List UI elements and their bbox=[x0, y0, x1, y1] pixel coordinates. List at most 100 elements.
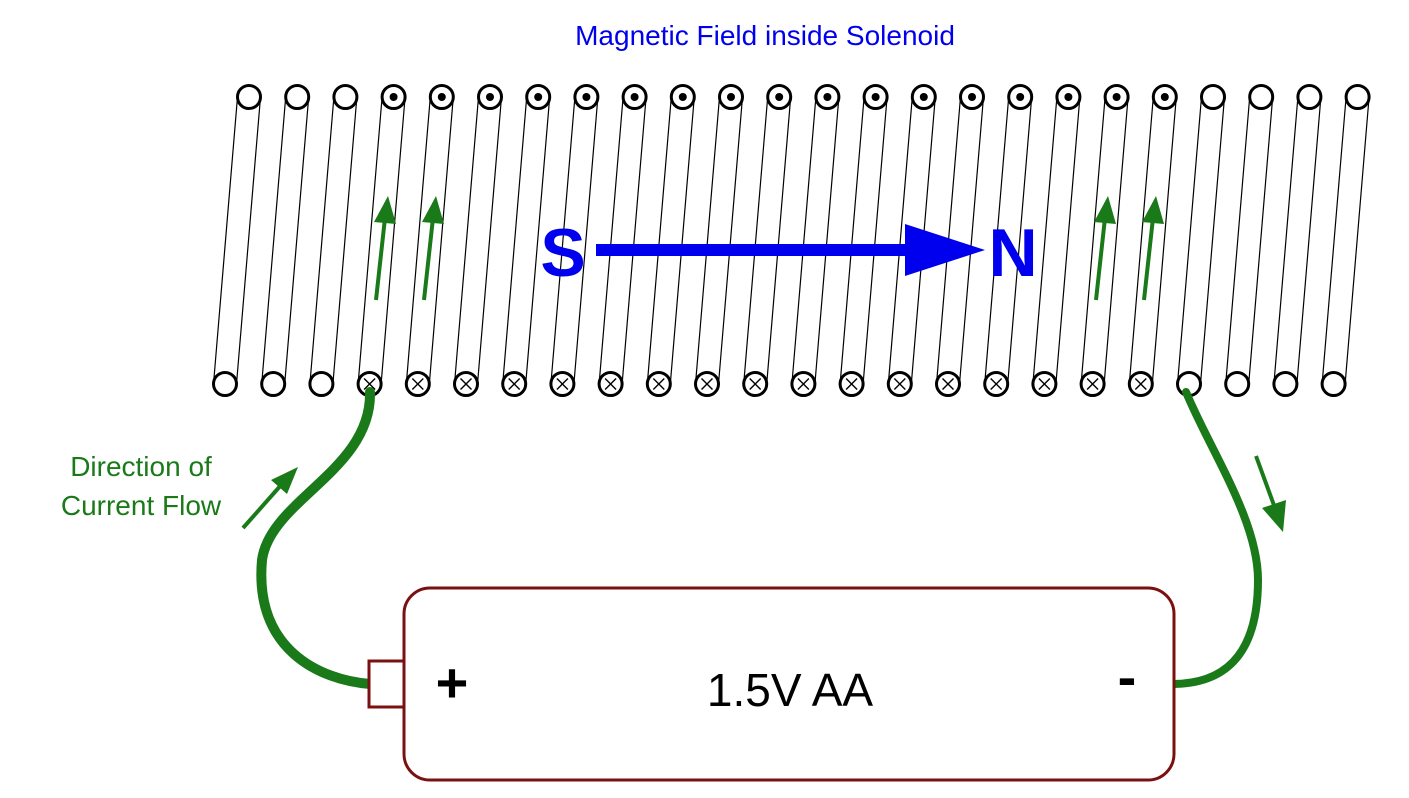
coil-wire-left bbox=[694, 96, 721, 385]
coil-wire-left bbox=[212, 96, 239, 385]
coil-end-marker bbox=[1296, 84, 1323, 110]
current-in-cross-b bbox=[411, 378, 424, 390]
coil-wire-right bbox=[621, 96, 647, 385]
coil-end-marker bbox=[212, 371, 238, 397]
coil-end-marker bbox=[1248, 84, 1275, 110]
current-in-cross-b bbox=[652, 378, 665, 390]
inner-current-arrows bbox=[374, 196, 1164, 301]
coil-wire-left bbox=[357, 96, 383, 385]
current-in-cross-b bbox=[797, 378, 810, 390]
coil-turn bbox=[597, 84, 648, 397]
current-in-cross-b bbox=[1134, 378, 1147, 390]
battery-negative-terminal: - bbox=[1118, 645, 1137, 708]
coil-wire-right bbox=[862, 96, 888, 385]
coil-wire-right bbox=[717, 96, 744, 385]
current-arrow-up-2 bbox=[422, 196, 444, 301]
current-direction-arrow-left bbox=[241, 467, 298, 530]
coil-end-marker bbox=[1224, 371, 1251, 397]
coil-wire-right bbox=[476, 96, 503, 385]
coil-wire-right bbox=[1296, 96, 1322, 385]
coil-wire-right bbox=[1248, 96, 1274, 385]
current-out-dot bbox=[1064, 93, 1073, 101]
coil-wire-left bbox=[1176, 96, 1203, 385]
coil-end-marker bbox=[284, 84, 311, 110]
current-out-dot bbox=[534, 93, 543, 101]
coil-wire-left bbox=[502, 96, 528, 385]
coil-end-marker bbox=[1200, 84, 1226, 110]
battery-positive-terminal: + bbox=[436, 651, 469, 714]
current-out-dot bbox=[727, 93, 735, 101]
coil-turn bbox=[260, 84, 311, 397]
current-out-dot bbox=[1160, 93, 1169, 101]
diagram-title: Magnetic Field inside Solenoid bbox=[575, 20, 955, 51]
solenoid-coil bbox=[212, 84, 1371, 397]
current-out-dot bbox=[678, 93, 687, 101]
coil-wire-right bbox=[1055, 96, 1081, 385]
current-out-dot bbox=[389, 93, 398, 101]
coil-wire-left bbox=[791, 96, 817, 385]
current-in-cross-b bbox=[556, 378, 569, 390]
north-pole-label: N bbox=[988, 215, 1037, 291]
current-label-line2: Current Flow bbox=[61, 490, 222, 521]
coil-end-marker bbox=[1320, 371, 1347, 397]
coil-wire-right bbox=[332, 96, 358, 385]
coil-turn bbox=[549, 84, 600, 397]
negative-wire bbox=[1168, 388, 1263, 688]
coil-turn bbox=[838, 84, 889, 397]
current-out-dot bbox=[437, 93, 446, 101]
coil-turn bbox=[790, 84, 841, 397]
coil-wire-left bbox=[405, 96, 431, 385]
coil-wire-left bbox=[309, 96, 335, 385]
current-in-cross-b bbox=[749, 378, 762, 390]
coil-wire-right bbox=[1344, 96, 1370, 385]
coil-wire-left bbox=[598, 96, 624, 385]
current-out-dot bbox=[775, 93, 784, 101]
coil-turn bbox=[404, 84, 455, 397]
current-in-cross-b bbox=[460, 378, 472, 390]
current-out-dot bbox=[582, 93, 591, 101]
coil-end-marker bbox=[1272, 371, 1299, 397]
coil-wire-right bbox=[573, 96, 599, 385]
coil-end-marker bbox=[332, 84, 359, 110]
current-in-cross-b bbox=[942, 378, 954, 390]
coil-wire-left bbox=[839, 96, 865, 385]
coil-turn bbox=[501, 84, 552, 397]
coil-turn bbox=[1079, 84, 1130, 397]
coil-end-marker bbox=[1344, 84, 1371, 110]
coil-turn bbox=[212, 84, 262, 397]
coil-wire-right bbox=[766, 96, 792, 385]
coil-wire-right bbox=[525, 96, 551, 385]
coil-end-marker bbox=[236, 84, 262, 110]
coil-wire-left bbox=[984, 96, 1010, 385]
coil-wire-left bbox=[1080, 96, 1106, 385]
coil-turn bbox=[645, 84, 696, 397]
coil-wire-right bbox=[235, 96, 262, 385]
coil-wire-left bbox=[1032, 96, 1058, 385]
current-out-dot bbox=[823, 93, 832, 101]
coil-wire-left bbox=[453, 96, 480, 385]
coil-turn bbox=[1176, 84, 1226, 397]
coil-wire-right bbox=[958, 96, 985, 385]
coil-wire-left bbox=[743, 96, 769, 385]
current-in-cross-b bbox=[701, 378, 713, 390]
coil-wire-left bbox=[887, 96, 913, 385]
current-direction-arrow-right bbox=[1254, 455, 1286, 532]
current-out-dot bbox=[919, 93, 928, 101]
coil-wire-left bbox=[1321, 96, 1347, 385]
coil-turn bbox=[453, 84, 503, 397]
coil-turn bbox=[983, 84, 1034, 397]
coil-wire-right bbox=[1151, 96, 1177, 385]
current-arrow-up-4 bbox=[1142, 196, 1164, 301]
coil-turn bbox=[935, 84, 985, 397]
coil-wire-left bbox=[1225, 96, 1251, 385]
coil-wire-right bbox=[814, 96, 840, 385]
coil-wire-right bbox=[1103, 96, 1129, 385]
coil-turn bbox=[694, 84, 744, 397]
coil-wire-left bbox=[550, 96, 576, 385]
coil-turn bbox=[1031, 84, 1082, 397]
coil-wire-right bbox=[380, 96, 406, 385]
current-out-dot bbox=[486, 93, 494, 101]
current-out-dot bbox=[1112, 93, 1121, 101]
coil-wire-right bbox=[428, 96, 454, 385]
positive-wire bbox=[256, 387, 376, 689]
